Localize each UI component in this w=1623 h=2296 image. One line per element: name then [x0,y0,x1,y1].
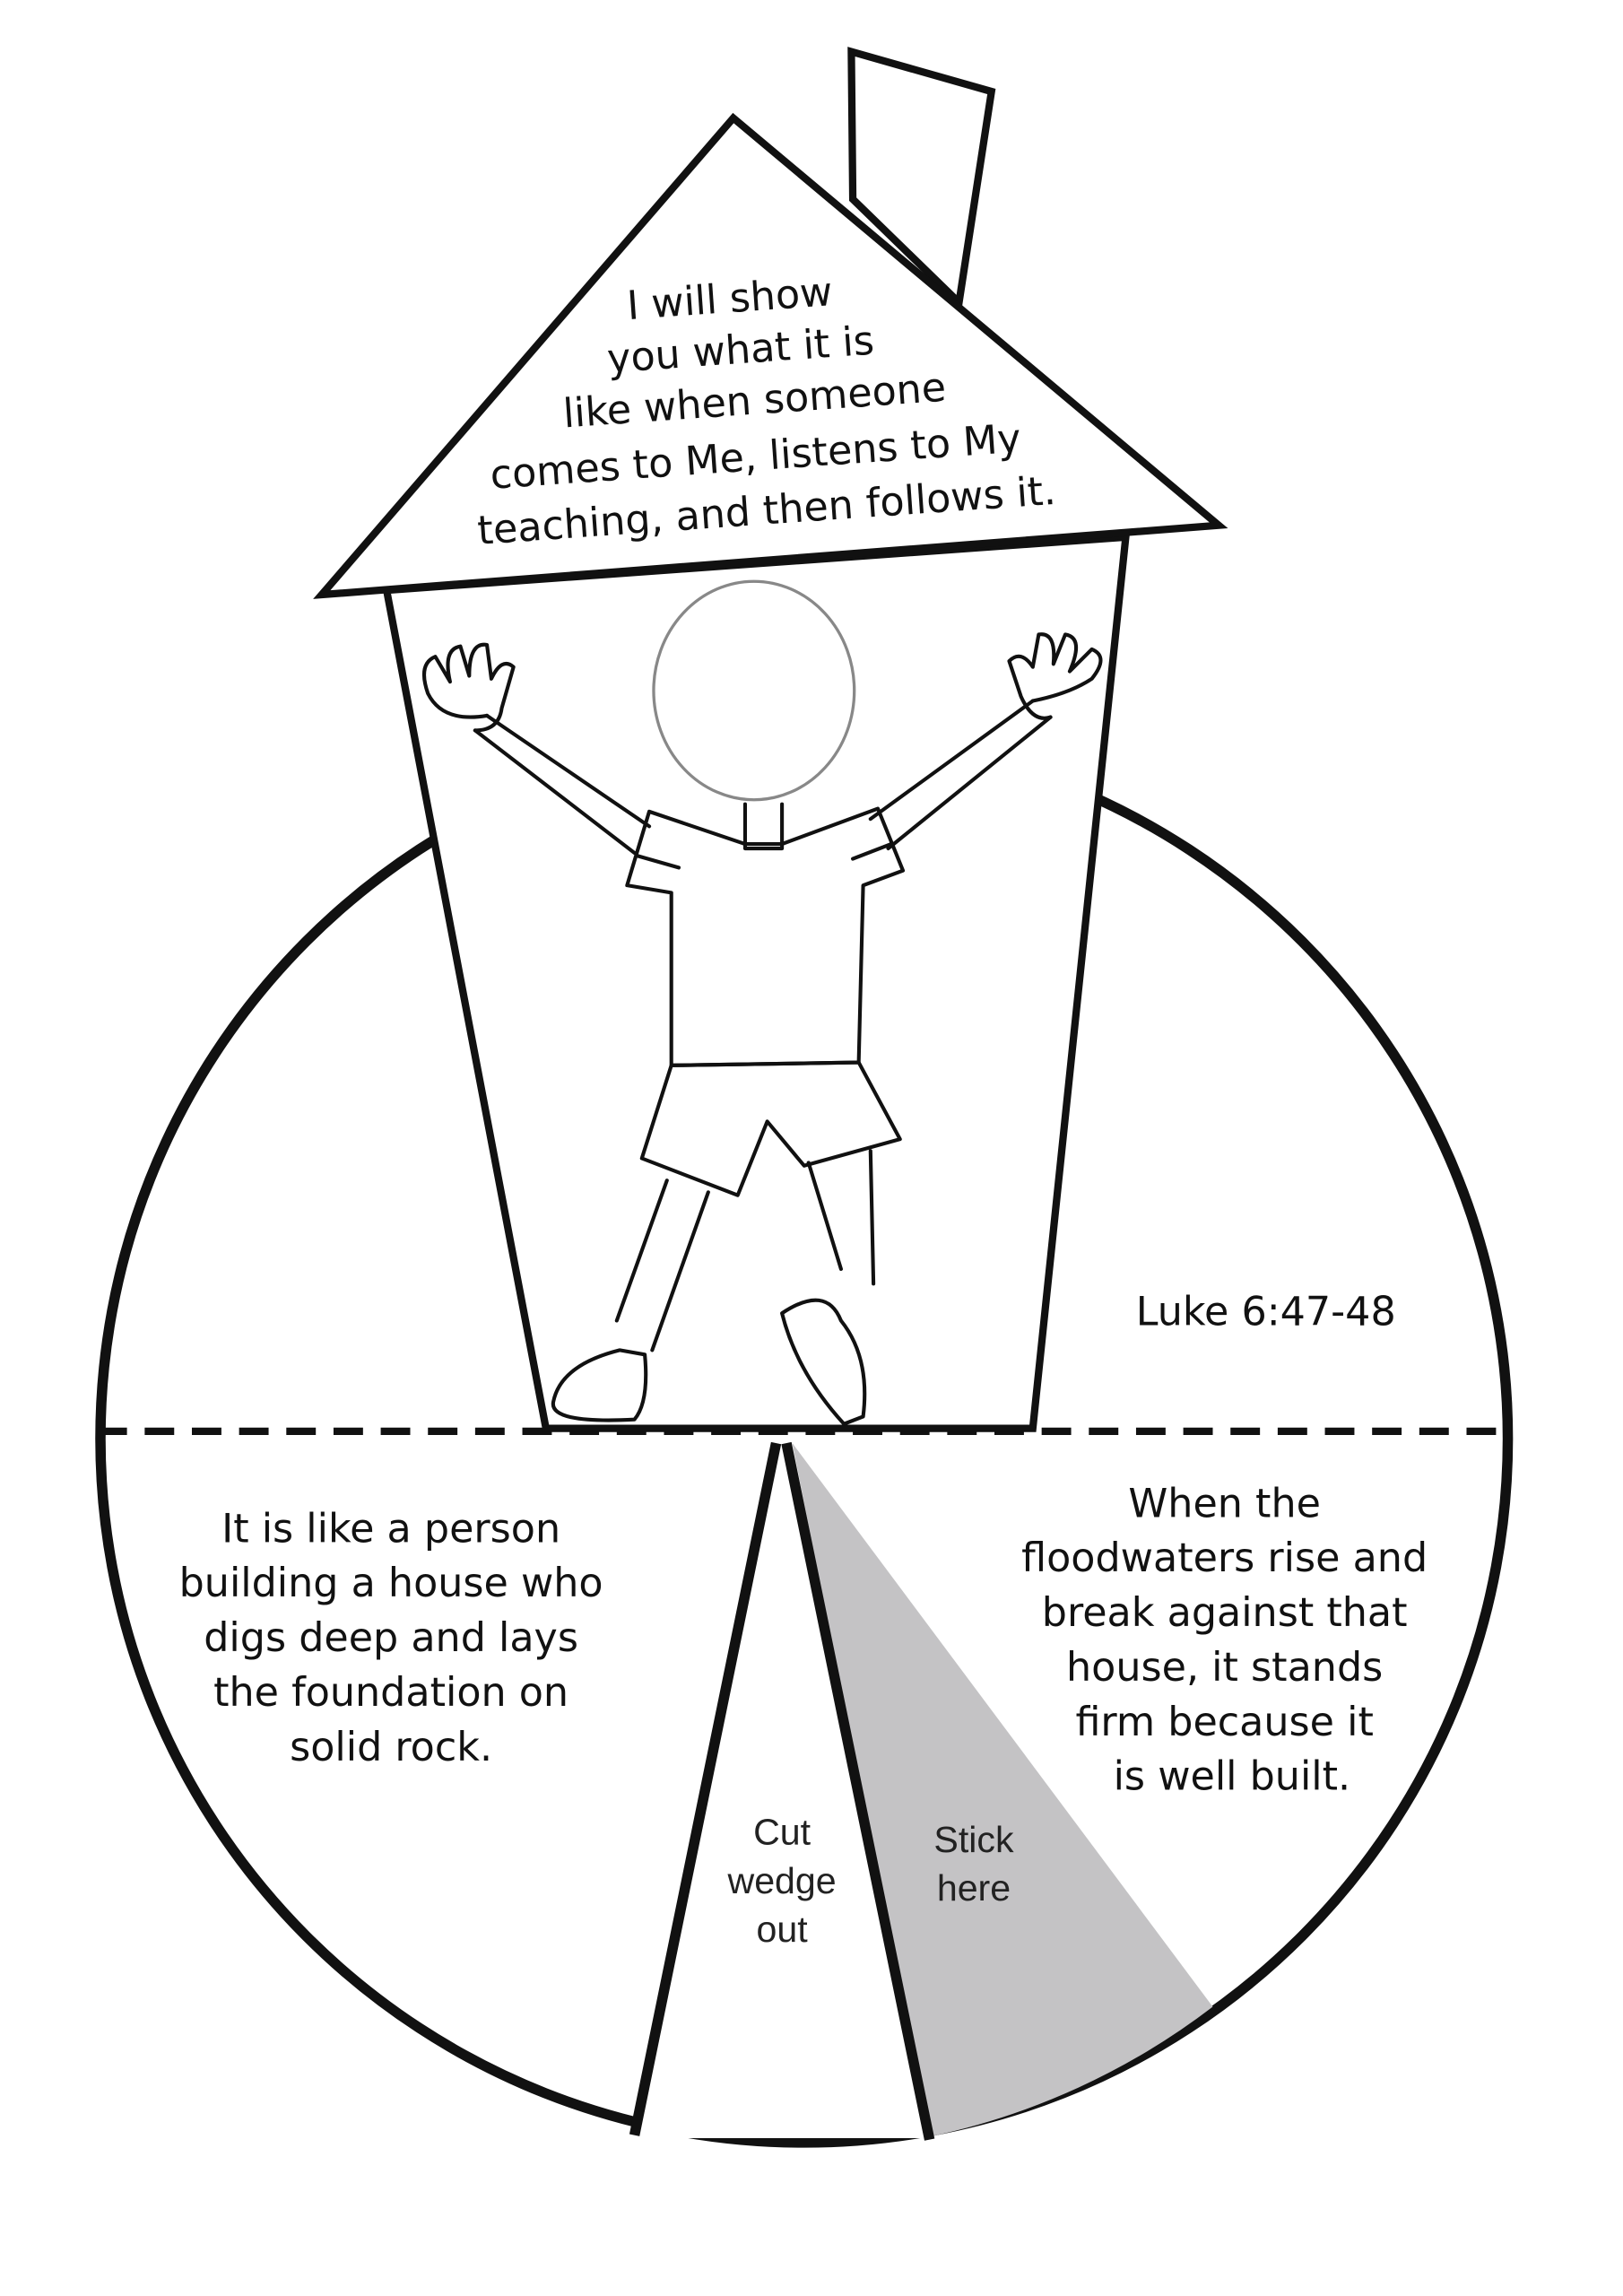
right-line: floodwaters rise and [1021,1535,1428,1581]
cut-line: wedge [727,1860,837,1901]
cut-wedge [634,1443,930,2138]
wedge-right-edge [781,1441,935,2141]
left-line: digs deep and lays [204,1615,578,1661]
left-line: It is like a person [221,1506,560,1552]
roof [313,112,1228,599]
right-panel-text: When the floodwaters rise and break agai… [1021,1481,1428,1799]
right-line: break against that [1042,1590,1408,1636]
left-line: solid rock. [290,1725,492,1770]
right-arm [868,699,1053,851]
left-panel-text: It is like a person building a house who… [179,1506,603,1770]
right-line: When the [1128,1481,1321,1526]
neck [742,802,785,851]
wedge-left-edge [629,1441,782,2136]
face-outline [652,579,856,802]
left-shoe [551,1348,648,1422]
legs [614,1149,876,1352]
right-line: firm because it [1075,1700,1373,1745]
right-line: is well built. [1114,1754,1351,1800]
left-arm [473,713,652,856]
sleeve-lines [635,842,893,870]
shirt [625,806,906,1067]
stick-line: Stick [933,1819,1014,1860]
stick-line: here [937,1867,1011,1909]
scripture-reference: Luke 6:47-48 [1136,1289,1396,1335]
stick-here-label: Stick here [933,1819,1014,1909]
cut-line: out [757,1909,809,1950]
left-line: the foundation on [213,1670,568,1716]
right-shoe [780,1298,867,1426]
left-line: building a house who [179,1561,603,1606]
right-line: house, it stands [1066,1645,1383,1691]
cut-wedge-label: Cut wedge out [727,1812,837,1951]
left-hand [421,642,516,733]
cut-line: Cut [753,1812,812,1853]
person-figure [421,579,1103,1426]
shorts [639,1060,902,1197]
chimney [847,47,996,310]
right-hand [1007,632,1103,720]
